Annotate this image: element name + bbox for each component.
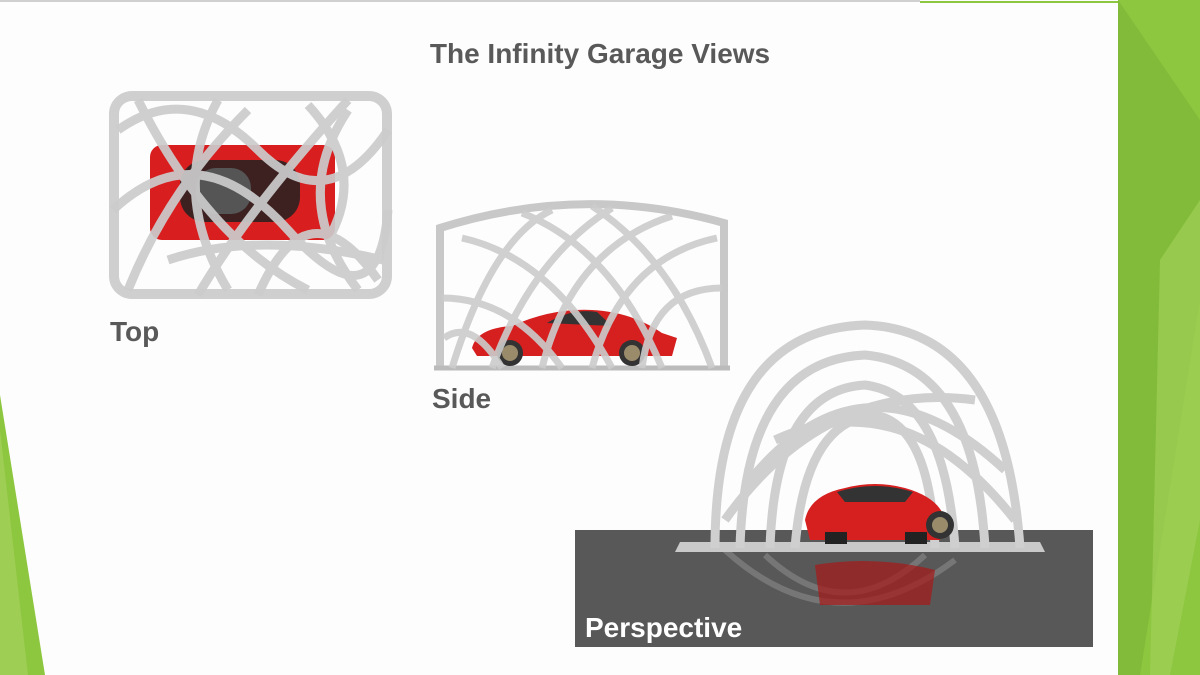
garage-perspective-view-image <box>575 320 1095 647</box>
garage-top-view-image <box>108 90 393 300</box>
side-view-label: Side <box>432 383 492 414</box>
top-view-label: Top <box>110 316 160 347</box>
slide-title: The Infinity Garage Views <box>429 38 771 69</box>
garage-side-view-image <box>432 198 732 373</box>
perspective-view-label: Perspective <box>585 612 743 643</box>
